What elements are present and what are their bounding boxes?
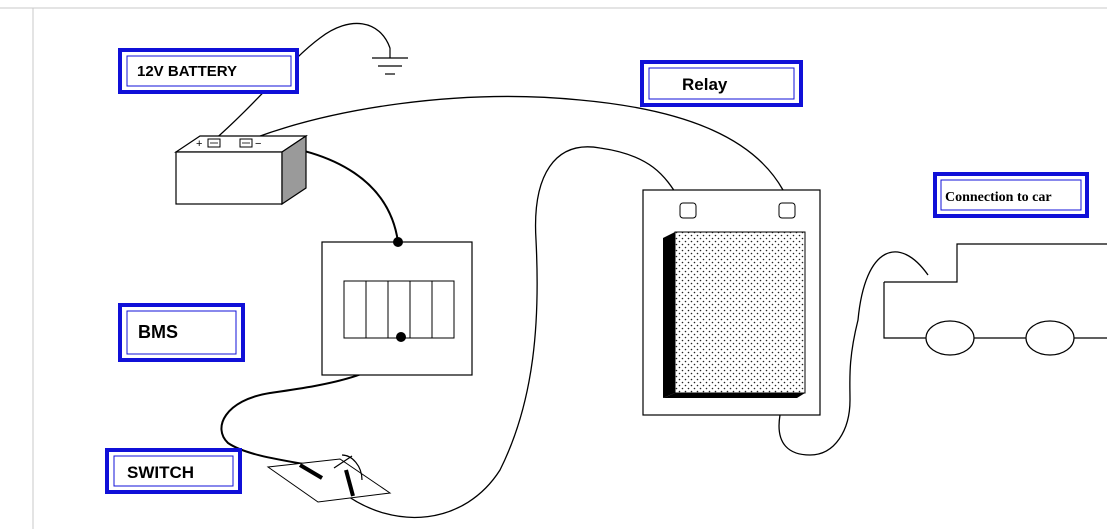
- label-relay-text: Relay: [682, 75, 728, 94]
- switch-illustration: [266, 454, 392, 503]
- negative-sign: −: [255, 138, 261, 150]
- car-front-wheel: [925, 320, 975, 356]
- label-connection-to-car: Connection to car: [933, 172, 1089, 218]
- ground-symbol: [372, 48, 408, 75]
- label-relay: Relay: [640, 60, 803, 107]
- label-switch-text: SWITCH: [127, 463, 194, 482]
- label-bms: BMS: [118, 303, 245, 362]
- bms-board: [321, 237, 473, 376]
- label-12v-battery-text: 12V BATTERY: [137, 63, 237, 80]
- bms-top-node: [393, 237, 403, 247]
- label-12v-battery: 12V BATTERY: [118, 48, 299, 94]
- label-switch: SWITCH: [105, 448, 242, 494]
- car-rear-wheel: [1025, 320, 1075, 356]
- car-illustration: [883, 243, 1107, 356]
- bms-bottom-node: [396, 332, 406, 342]
- positive-sign: +: [196, 138, 202, 150]
- switch-to-relay-wire: [341, 146, 681, 519]
- battery-illustration: + −: [174, 134, 308, 206]
- relay-illustration: [642, 189, 821, 416]
- label-bms-text: BMS: [138, 322, 178, 342]
- battery-to-relay-wire: [243, 95, 784, 191]
- ground-wire: [211, 22, 391, 143]
- label-connection-to-car-text: Connection to car: [945, 190, 1052, 205]
- relay-to-car-wire: [778, 251, 929, 456]
